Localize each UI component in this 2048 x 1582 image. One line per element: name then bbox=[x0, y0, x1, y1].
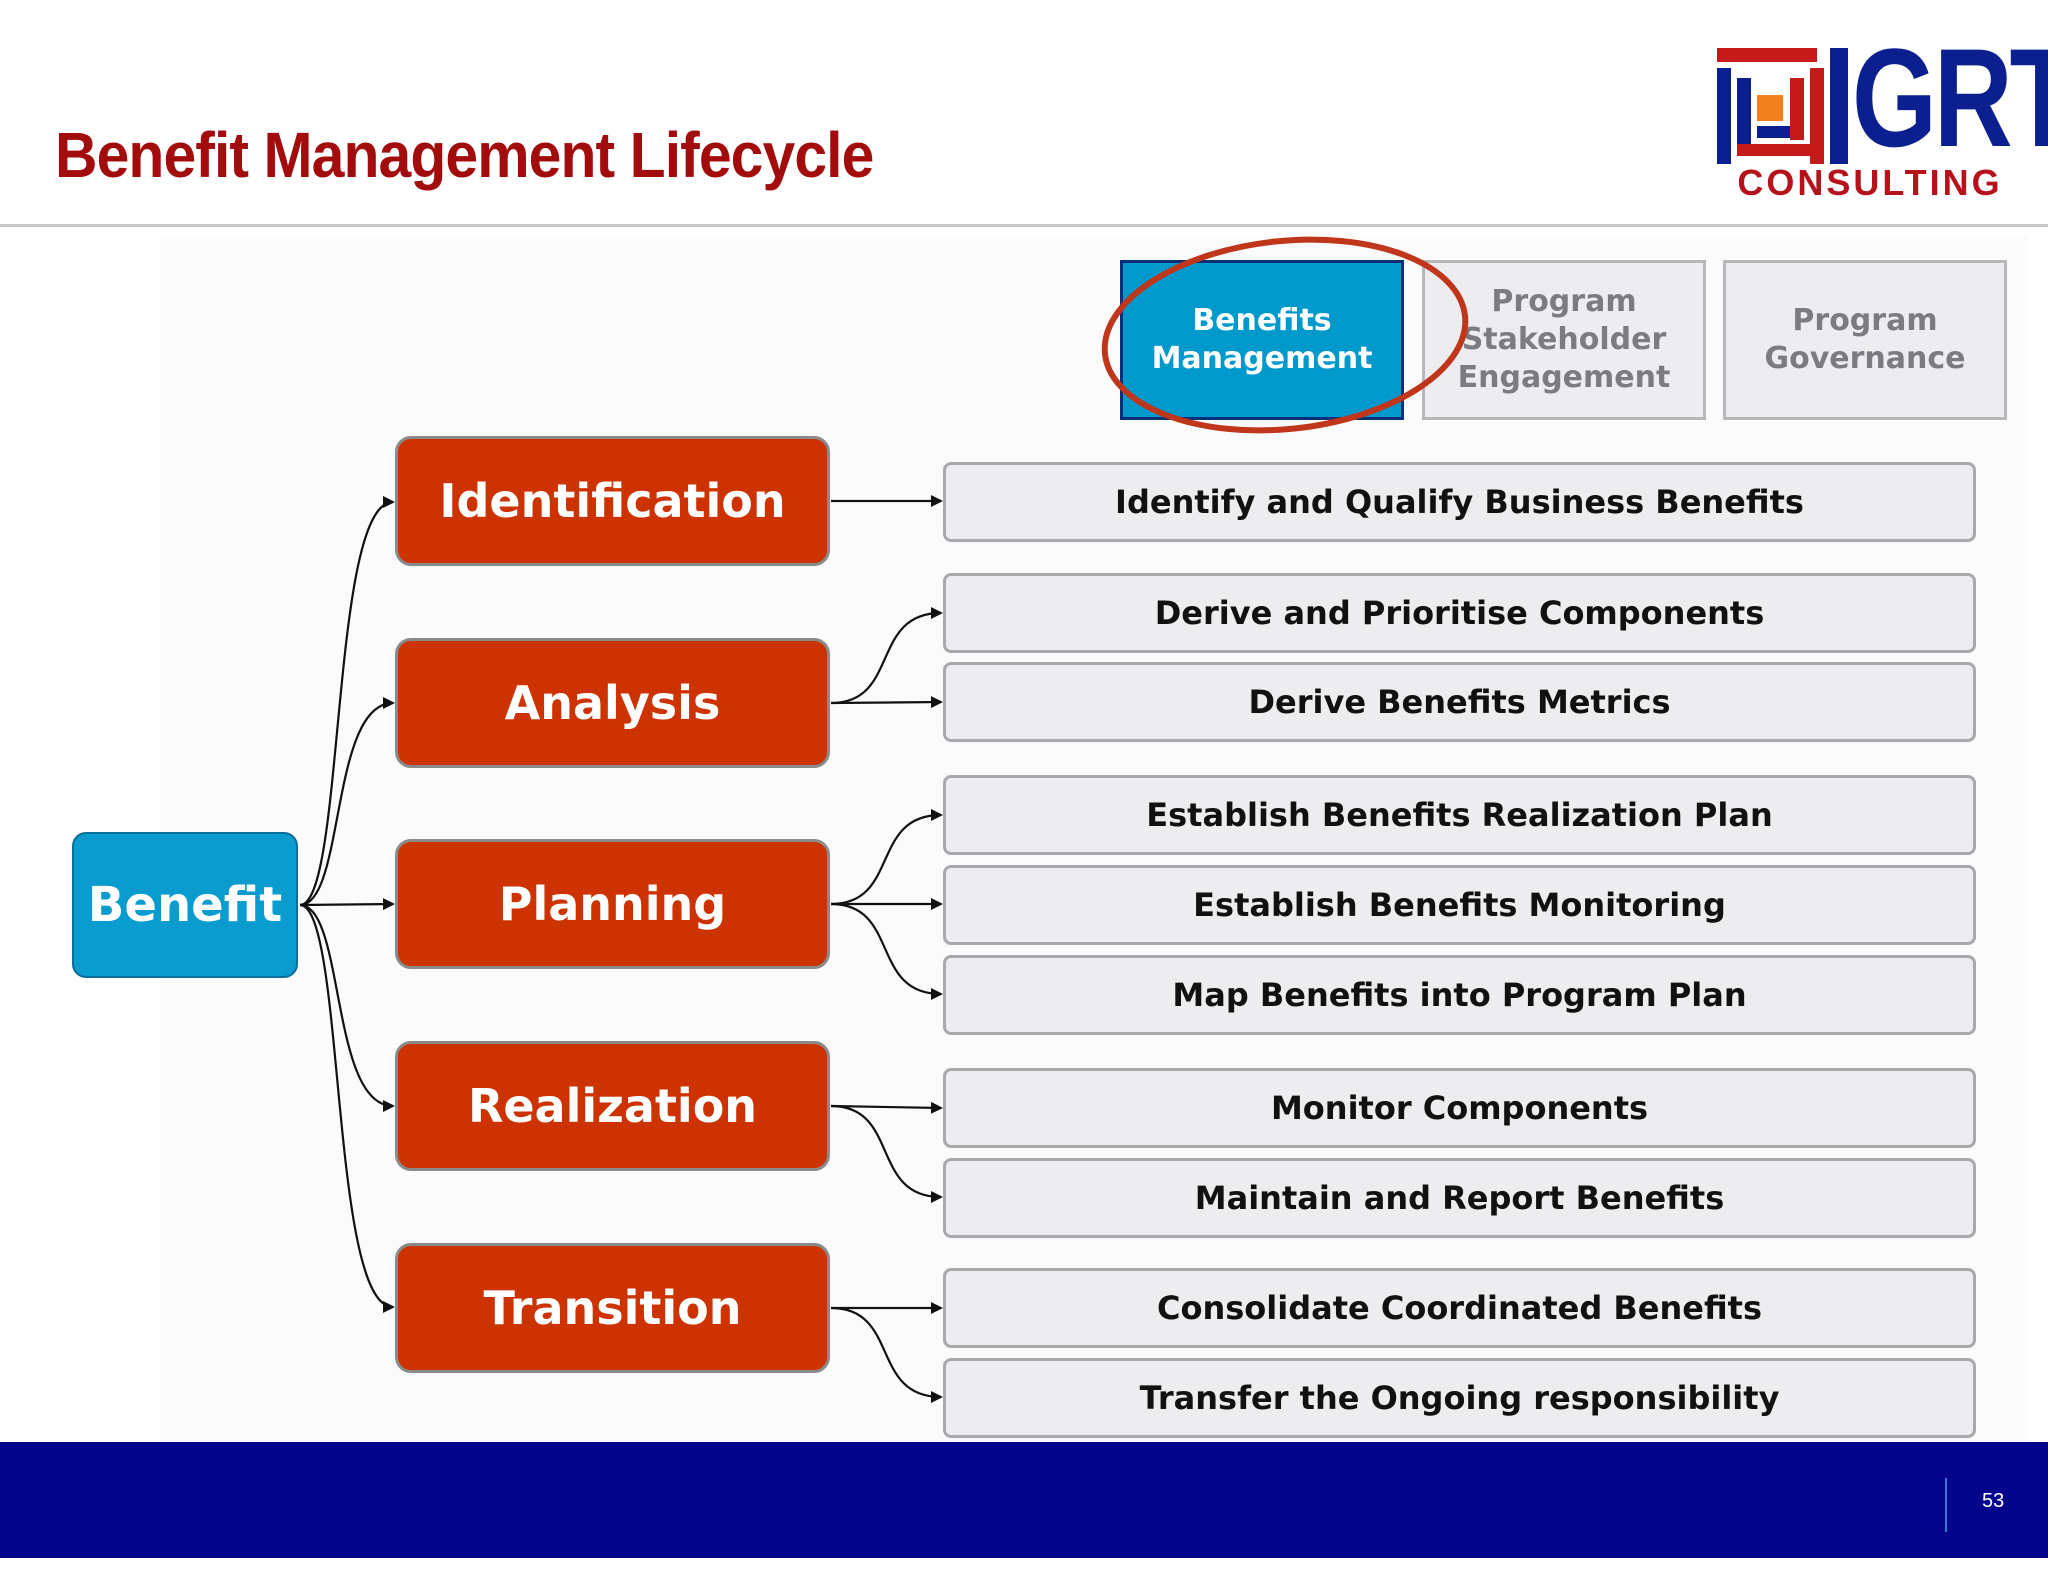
footer-bar bbox=[0, 1442, 2048, 1558]
tab-program-stakeholder-engagement[interactable]: Program Stakeholder Engagement bbox=[1422, 260, 1706, 420]
task-identify-qualify-benefits: Identify and Qualify Business Benefits bbox=[943, 462, 1976, 542]
page-title: Benefit Management Lifecycle bbox=[55, 119, 874, 191]
task-map-benefits-program-plan: Map Benefits into Program Plan bbox=[943, 955, 1976, 1035]
task-consolidate-coordinated-benefits: Consolidate Coordinated Benefits bbox=[943, 1268, 1976, 1348]
header-divider bbox=[0, 224, 2048, 227]
logo-wordmark: GRT bbox=[1852, 19, 2048, 176]
tab-benefits-management[interactable]: Benefits Management bbox=[1120, 260, 1404, 420]
phase-realization: Realization bbox=[395, 1041, 830, 1171]
task-monitor-components: Monitor Components bbox=[943, 1068, 1976, 1148]
task-maintain-report-benefits: Maintain and Report Benefits bbox=[943, 1158, 1976, 1238]
footer-divider bbox=[1945, 1478, 1947, 1532]
benefit-node: Benefit bbox=[72, 832, 298, 978]
task-derive-benefits-metrics: Derive Benefits Metrics bbox=[943, 662, 1976, 742]
page-number: 53 bbox=[1982, 1490, 2005, 1512]
phase-identification: Identification bbox=[395, 436, 830, 566]
logo-tagline: CONSULTING bbox=[1737, 162, 2003, 203]
grt-logo-icon bbox=[1717, 48, 1848, 164]
phase-transition: Transition bbox=[395, 1243, 830, 1373]
tab-program-governance[interactable]: Program Governance bbox=[1723, 260, 2007, 420]
phase-planning: Planning bbox=[395, 839, 830, 969]
phase-analysis: Analysis bbox=[395, 638, 830, 768]
task-derive-prioritise-components: Derive and Prioritise Components bbox=[943, 573, 1976, 653]
task-transfer-ongoing-responsibility: Transfer the Ongoing responsibility bbox=[943, 1358, 1976, 1438]
task-establish-benefits-monitoring: Establish Benefits Monitoring bbox=[943, 865, 1976, 945]
task-establish-realization-plan: Establish Benefits Realization Plan bbox=[943, 775, 1976, 855]
